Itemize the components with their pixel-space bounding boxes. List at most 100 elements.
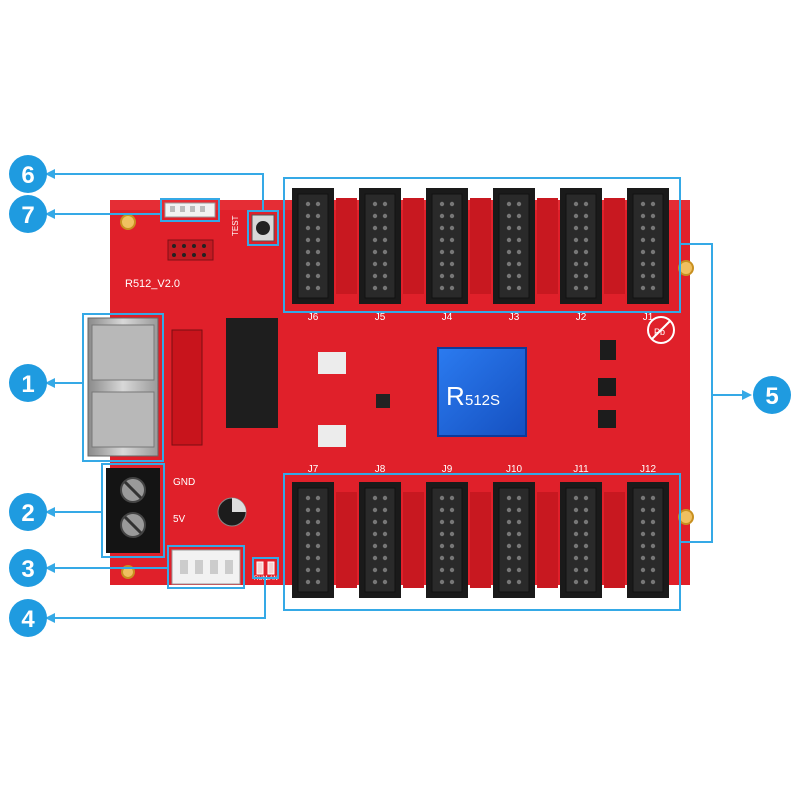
header-pin [305, 237, 311, 243]
header-pin [516, 507, 522, 513]
header-pin [315, 579, 321, 585]
header-pin [439, 273, 445, 279]
header-pin [640, 555, 646, 561]
header-pin [382, 249, 388, 255]
header-pin [650, 495, 656, 501]
header-cavity [297, 193, 329, 299]
capacitor [217, 497, 247, 527]
header-pin [573, 543, 579, 549]
header-spacer [604, 492, 625, 588]
header-pin [506, 225, 512, 231]
header-pin [583, 201, 589, 207]
header-pin [315, 495, 321, 501]
header-cavity [632, 193, 664, 299]
header-pin [305, 249, 311, 255]
header-pin [382, 213, 388, 219]
header-spacer [604, 198, 625, 294]
header-spacer [403, 198, 424, 294]
callout-3-label: 3 [21, 556, 34, 583]
header-cavity [565, 193, 597, 299]
header-pin [573, 237, 579, 243]
header-pin [573, 555, 579, 561]
header-pin [372, 285, 378, 291]
header-pin [449, 567, 455, 573]
header-pin [315, 249, 321, 255]
callout-1: 1 [9, 364, 47, 402]
top-header-label-6: J1 [643, 312, 654, 323]
header-pin [516, 519, 522, 525]
header-pin [449, 495, 455, 501]
header-pin [516, 261, 522, 267]
header-pin [382, 225, 388, 231]
header-pin [315, 201, 321, 207]
callout-4: 4 [9, 599, 47, 637]
header-cavity [498, 193, 530, 299]
bottom-header-label-4: J10 [506, 464, 523, 475]
model-silkscreen: R512_V2.0 [125, 278, 180, 290]
header-pin [516, 273, 522, 279]
header-pin [640, 507, 646, 513]
header-spacer [537, 492, 558, 588]
highlight-power-terminal [101, 463, 165, 558]
header-pin [372, 567, 378, 573]
header-pin [650, 237, 656, 243]
header-spacer [470, 198, 491, 294]
header-pin [573, 249, 579, 255]
power-pin-connector [164, 202, 216, 218]
header-pin [372, 201, 378, 207]
header-pin [449, 579, 455, 585]
header-pin [372, 213, 378, 219]
header-pin [650, 543, 656, 549]
header-pin [640, 543, 646, 549]
header-pin [573, 201, 579, 207]
callout-5-label: 5 [765, 383, 778, 410]
bottom-header-2: J8 [359, 464, 424, 598]
header-pin [439, 519, 445, 525]
callout-6: 6 [9, 155, 47, 193]
header-pin [573, 285, 579, 291]
header-pin [583, 507, 589, 513]
header-cavity [431, 487, 463, 593]
header-cavity [565, 487, 597, 593]
main-chip: R 512S [437, 347, 527, 437]
header-pin [315, 225, 321, 231]
header-pin [439, 261, 445, 267]
header-pin [650, 261, 656, 267]
header-pin [315, 543, 321, 549]
header-pin [382, 555, 388, 561]
header-pin [315, 507, 321, 513]
header-cavity [632, 487, 664, 593]
header-pin [640, 225, 646, 231]
bottom-header-label-1: J7 [308, 464, 319, 475]
header-spacer [537, 198, 558, 294]
header-pin [449, 273, 455, 279]
header-pin [650, 201, 656, 207]
header-spacer [470, 492, 491, 588]
header-pin [439, 201, 445, 207]
header-pin [650, 285, 656, 291]
header-cavity [364, 487, 396, 593]
header-pin [506, 531, 512, 537]
header-pin [516, 579, 522, 585]
header-pin [640, 213, 646, 219]
header-pin [382, 261, 388, 267]
header-pin [573, 273, 579, 279]
header-pin [315, 531, 321, 537]
bottom-header-6: J12 [627, 464, 669, 598]
header-pin [372, 519, 378, 525]
top-header-4: J3 [493, 188, 558, 323]
header-pin [583, 261, 589, 267]
top-header-3: J4 [426, 188, 491, 323]
header-pin [439, 567, 445, 573]
header-pin [516, 213, 522, 219]
header-pin [305, 579, 311, 585]
header-pin [305, 543, 311, 549]
header-pin [449, 237, 455, 243]
header-pin [506, 555, 512, 561]
header-pin [583, 249, 589, 255]
header-pin [640, 285, 646, 291]
header-pin [506, 213, 512, 219]
header-pin [583, 237, 589, 243]
power-terminal [106, 468, 160, 553]
header-pin [382, 519, 388, 525]
